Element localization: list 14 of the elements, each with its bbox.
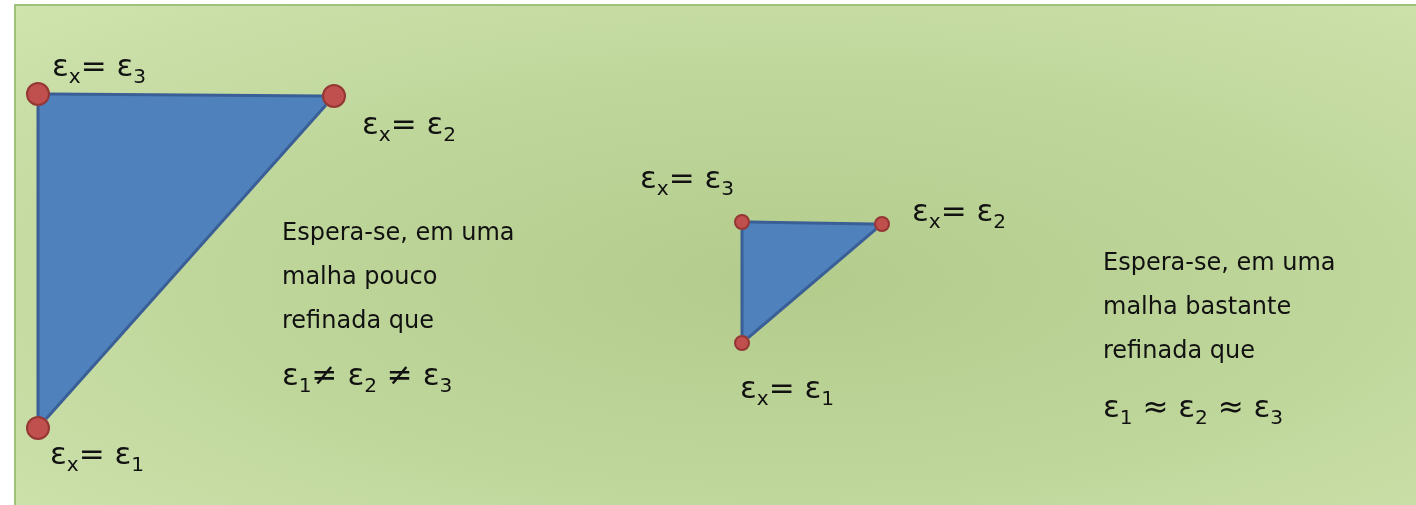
note-text: Espera-se, em uma malha bastante refinada que: [1103, 247, 1337, 366]
triangle-side: [50, 92, 322, 98]
formula-text: ε$_{1}$ ≈ ε$_{2}$ ≈ ε$_{3}$: [1103, 388, 1284, 430]
vertex-label: ε$_{x}$= ε$_{1}$: [740, 370, 835, 410]
vertex-label: ε$_{x}$= ε$_{3}$: [52, 48, 147, 88]
triangle-side: [36, 106, 40, 416]
vertex-label: ε$_{x}$= ε$_{1}$: [50, 436, 145, 476]
vertex-label: ε$_{x}$= ε$_{3}$: [640, 160, 735, 200]
triangle-side: [740, 230, 744, 335]
note-text: Espera-se, em uma malha pouco refinada que: [282, 217, 516, 336]
formula-text: ε$_{1}$≠ ε$_{2}$ ≠ ε$_{3}$: [282, 356, 453, 398]
vertex-label: ε$_{x}$= ε$_{2}$: [912, 193, 1007, 233]
vertex-label: ε$_{x}$= ε$_{2}$: [362, 106, 457, 146]
triangle-side: [749, 220, 875, 226]
